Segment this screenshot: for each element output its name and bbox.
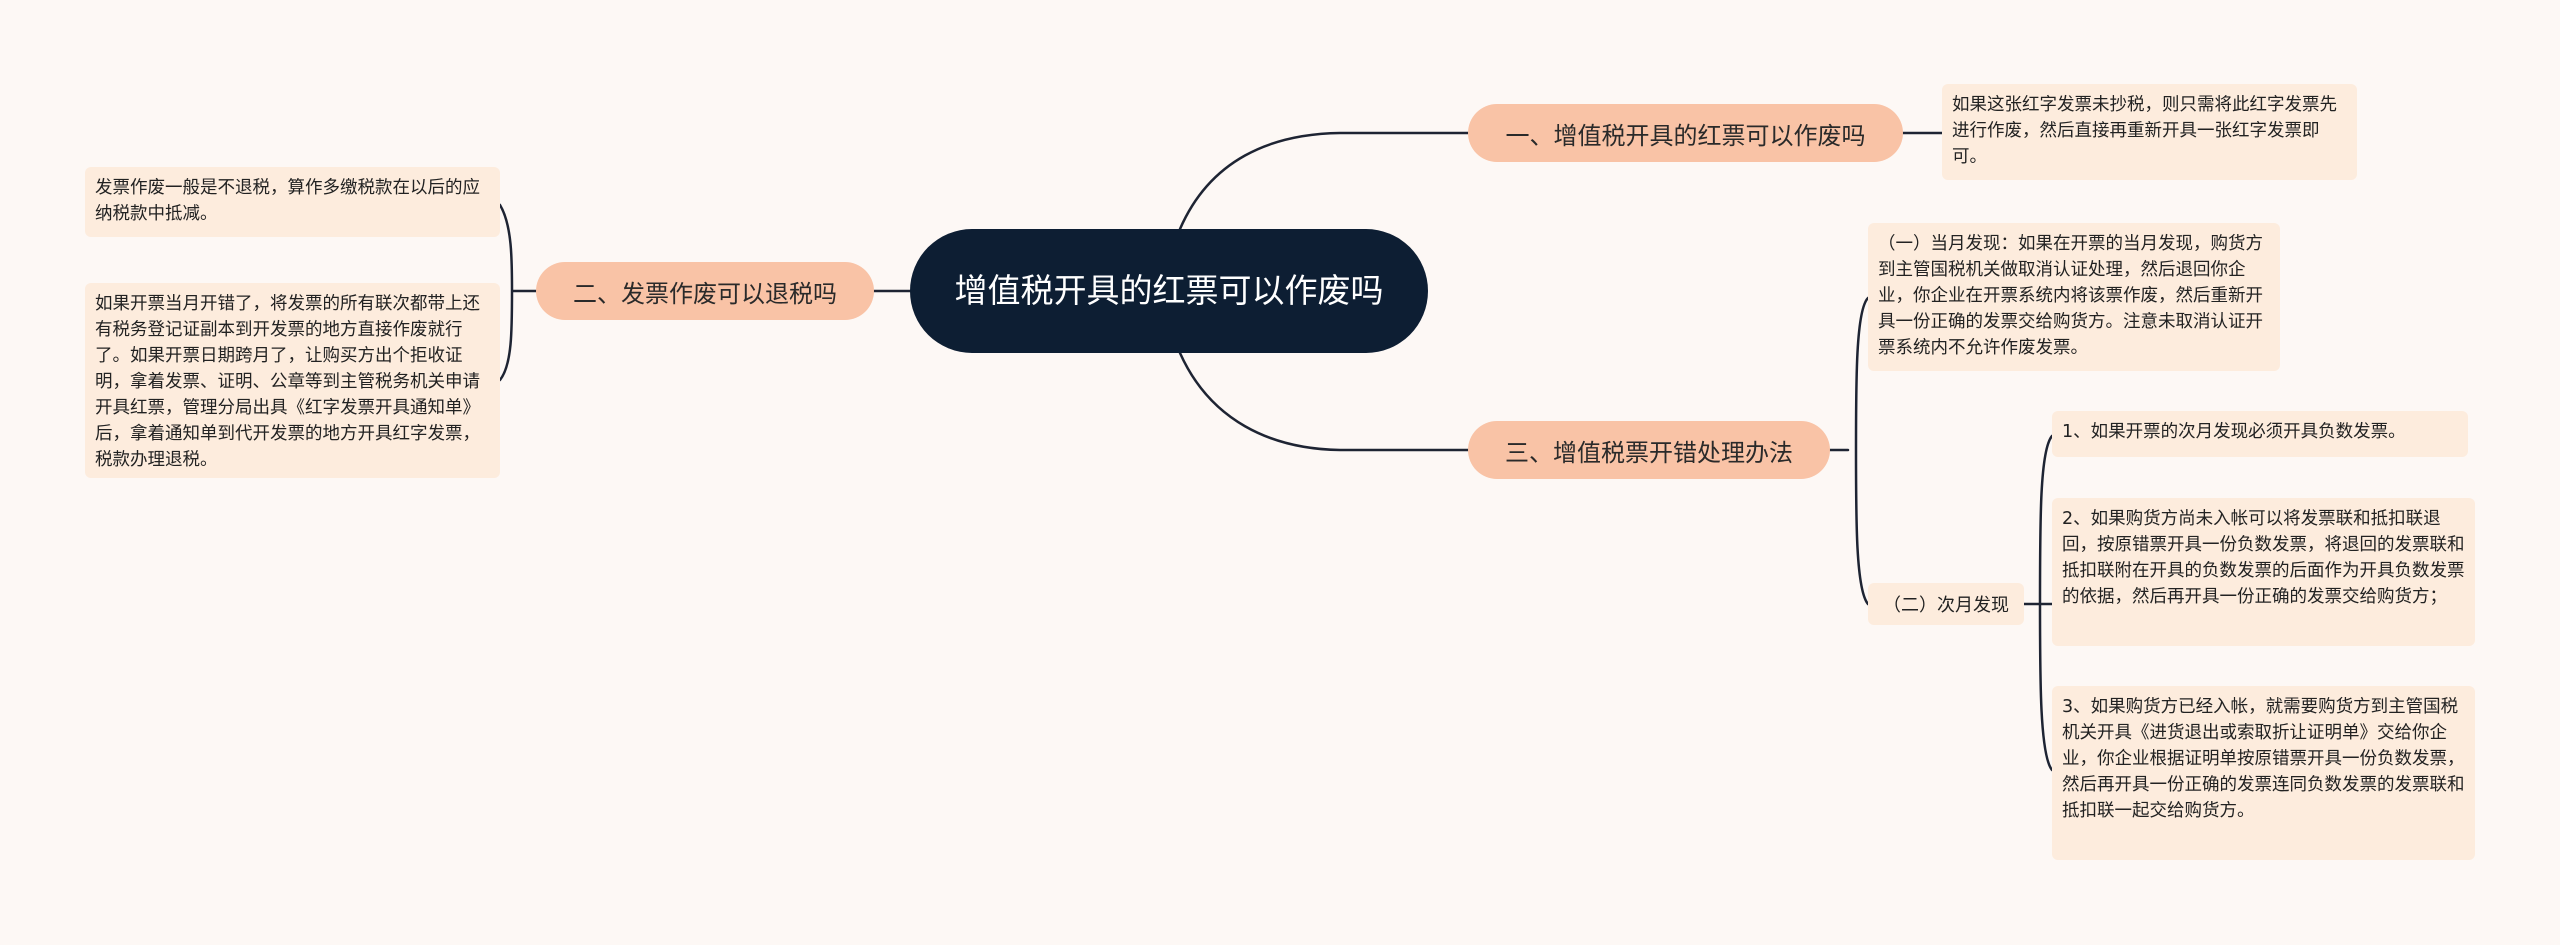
branch-2[interactable]: 二、发票作废可以退税吗 xyxy=(536,262,874,320)
branch-3-leaf-1[interactable]: （一）当月发现：如果在开票的当月发现，购货方到主管国税机关做取消认证处理，然后退… xyxy=(1868,223,2280,371)
branch-3[interactable]: 三、增值税票开错处理办法 xyxy=(1468,421,1830,479)
branch-3-sub-label: （二）次月发现 xyxy=(1883,595,2009,616)
connector-root-branch-1 xyxy=(1178,131,1470,231)
sub-leaf-2[interactable]: 2、如果购货方尚未入帐可以将发票联和抵扣联退回，按原错票开具一份负数发票，将退回… xyxy=(2052,498,2475,646)
branch-2-leaf-1[interactable]: 发票作废一般是不退税，算作多缴税款在以后的应纳税款中抵减。 xyxy=(85,167,500,237)
branch-3-leaf-1-text: （一）当月发现：如果在开票的当月发现，购货方到主管国税机关做取消认证处理，然后退… xyxy=(1878,234,2263,358)
branch-2-leaf-2[interactable]: 如果开票当月开错了，将发票的所有联次都带上还有税务登记证副本到开发票的地方直接作… xyxy=(85,283,500,478)
branch-1-leaf[interactable]: 如果这张红字发票未抄税，则只需将此红字发票先进行作废，然后直接再重新开具一张红字… xyxy=(1942,84,2357,180)
sub-leaf-1[interactable]: 1、如果开票的次月发现必须开具负数发票。 xyxy=(2052,411,2468,457)
root-topic[interactable]: 增值税开具的红票可以作废吗 xyxy=(910,229,1428,353)
sub-leaf-1-text: 1、如果开票的次月发现必须开具负数发票。 xyxy=(2062,422,2406,442)
branch-2-leaf-2-text: 如果开票当月开错了，将发票的所有联次都带上还有税务登记证副本到开发票的地方直接作… xyxy=(95,294,480,470)
connector-root-branch-3 xyxy=(1178,351,1470,452)
connector-branch-2-leaves xyxy=(498,203,538,382)
branch-3-label: 三、增值税票开错处理办法 xyxy=(1505,438,1793,467)
connector-sub-leaves xyxy=(2022,434,2060,772)
branch-3-sub[interactable]: （二）次月发现 xyxy=(1868,583,2024,625)
branch-2-leaf-1-text: 发票作废一般是不退税，算作多缴税款在以后的应纳税款中抵减。 xyxy=(95,178,480,224)
sub-leaf-2-text: 2、如果购货方尚未入帐可以将发票联和抵扣联退回，按原错票开具一份负数发票，将退回… xyxy=(2062,509,2465,607)
branch-1[interactable]: 一、增值税开具的红票可以作废吗 xyxy=(1468,104,1903,162)
sub-leaf-3[interactable]: 3、如果购货方已经入帐，就需要购货方到主管国税机关开具《进货退出或索取折让证明单… xyxy=(2052,686,2475,860)
sub-leaf-3-text: 3、如果购货方已经入帐，就需要购货方到主管国税机关开具《进货退出或索取折让证明单… xyxy=(2062,697,2465,821)
branch-1-leaf-text: 如果这张红字发票未抄税，则只需将此红字发票先进行作废，然后直接再重新开具一张红字… xyxy=(1952,95,2337,167)
root-topic-label: 增值税开具的红票可以作废吗 xyxy=(954,271,1384,310)
connector-branch-3-leaves xyxy=(1828,296,1870,606)
branch-1-label: 一、增值税开具的红票可以作废吗 xyxy=(1505,121,1866,150)
branch-2-label: 二、发票作废可以退税吗 xyxy=(573,279,837,308)
